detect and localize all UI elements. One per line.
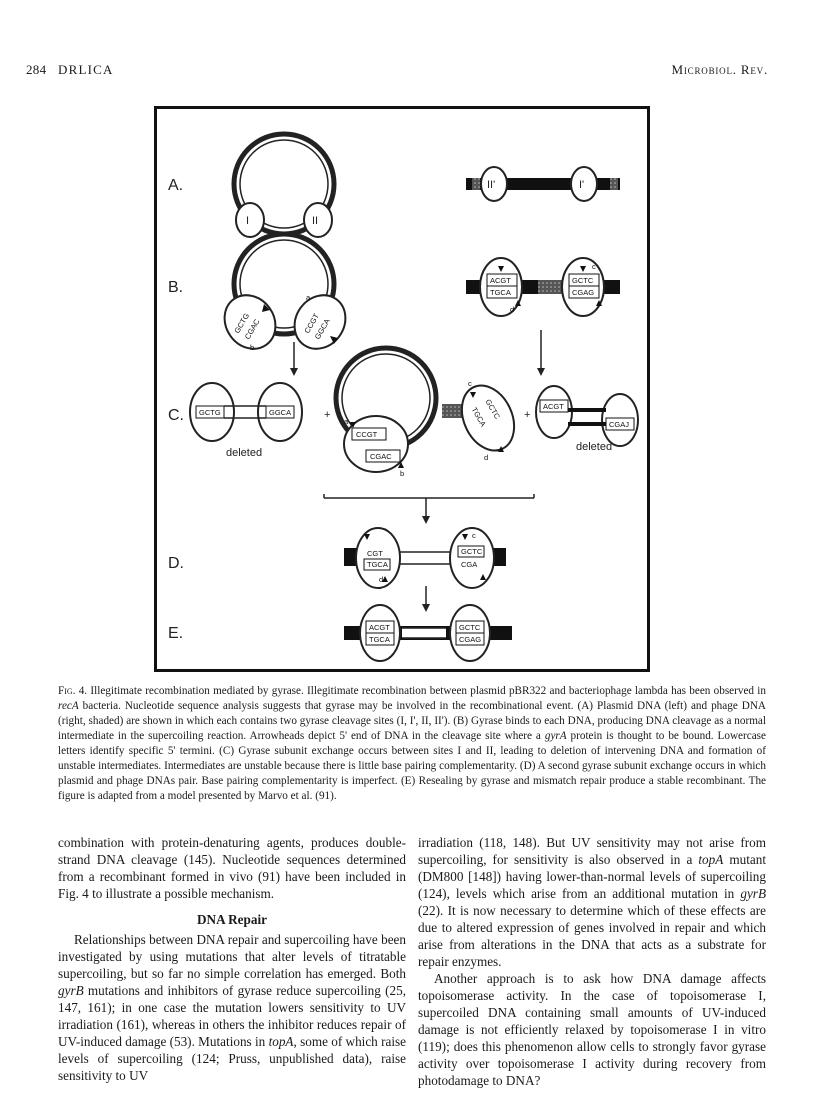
seq-d-2: TGCA [367,560,388,569]
caption-gyra: gyrA [544,730,567,742]
site-label-ii: II [312,215,318,227]
caption-text-2: bacteria. Nucleotide sequence analysis s… [58,700,766,742]
left-p2-part-c: , some of which raise levels of supercoi… [58,1034,406,1083]
row-b-plasmid: GCTG CGAC CCGT GGCA b a [223,231,347,352]
caption-label: Fig. 4. [58,685,88,697]
row-a-plasmid: I II [231,131,337,238]
row-label-e: E. [168,625,183,642]
seq-c-left-4: CGAC [370,452,392,461]
right-p1-topa: topA [698,852,724,867]
caption-reca: recA [58,700,79,712]
seq-c-left-3: CCGT [356,430,378,439]
deleted-label-left: deleted [226,447,262,459]
seq-e-3: GCTC [459,623,481,632]
site-label-ii-prime: II' [487,179,495,191]
right-p1-part-a: irradiation (118, 148). But UV sensitivi… [418,835,766,867]
row-b-phage: ACGT TGCA GCTC CGAG d c [466,257,620,317]
figure-caption: Fig. 4. Illegitimate recombination media… [58,684,766,804]
figure-4-diagram: A. B. C. D. E. I II II' I' GCTG CGAC CCG… [154,106,650,672]
plus-sign-left: + [324,409,330,421]
row-c-phage-intermediate: GCTC TGCA c d [442,379,516,462]
arrow-b-to-c-left [290,342,298,376]
row-c-plasmid-intermediate: CCGT CGAC a b [333,345,439,478]
row-label-b: B. [168,279,183,296]
arrow-d-to-e [422,586,430,612]
left-paragraph-2: Relationships between DNA repair and sup… [58,931,406,1084]
terminus-c-b: c [592,262,596,271]
terminus-b-left: b [250,343,254,352]
right-column: irradiation (118, 148). But UV sensitivi… [418,834,766,1089]
seq-e-2: TGCA [369,635,390,644]
right-p1-part-b: mutant (DM800 [148]) having lower-than-n… [418,852,766,901]
terminus-d-b: d [510,305,514,314]
terminus-d-c: d [484,453,488,462]
row-a-phage: II' I' [466,166,620,202]
plus-sign-right: + [524,409,530,421]
seq-c-right-4: CGAJ [609,420,629,429]
row-label-a: A. [168,177,183,194]
seq-c-left-2: GGCA [269,408,291,417]
caption-text-3: protein is thought to be bound. Lowercas… [58,730,766,802]
seq-e-4: CGAG [459,635,481,644]
seq-c-right-3: ACGT [543,402,564,411]
left-p2-gyrb: gyrB [58,983,84,998]
running-author: DRLICA [58,62,114,77]
left-column: combination with protein-denaturing agen… [58,834,406,1084]
left-p2-part-a: Relationships between DNA repair and sup… [58,932,406,981]
row-e-recombinant: ACGT TGCA GCTC CGAG [344,604,512,662]
journal-name: Microbiol. Rev. [671,62,768,77]
arrow-b-to-c-right [537,330,545,376]
terminus-b-c: b [400,469,404,478]
figure-frame [154,106,650,672]
row-d-pairing: CGT TGCA GCTC CGA d c [344,527,506,589]
row-c-deleted-plasmid-fragment: GCTG GGCA deleted [189,382,303,459]
terminus-a-c: a [344,417,349,426]
seq-b-right-2: TGCA [490,288,511,297]
right-paragraph-2: Another approach is to ask how DNA damag… [418,971,766,1088]
left-p2-part-b: mutations and inhibitors of gyrase reduc… [58,983,406,1049]
left-paragraph-1: combination with protein-denaturing agen… [58,835,406,901]
terminus-c-c: c [468,379,472,388]
row-label-c: C. [168,407,184,424]
seq-c-left-1: GCTG [199,408,221,417]
left-p2-topa: topA [268,1034,294,1049]
right-p1-gyrb: gyrB [740,886,766,901]
seq-b-right-1: ACGT [490,276,511,285]
site-label-i-prime: I' [579,179,584,191]
bracket-c-to-d [323,494,535,524]
site-label-i: I [246,215,249,227]
terminus-d-d: d [379,575,383,584]
deleted-label-right: deleted [576,441,612,453]
seq-d-1: CGT [367,549,383,558]
seq-b-right-4: CGAG [572,288,594,297]
right-p1-part-c: (22). It is now necessary to determine w… [418,903,766,969]
terminus-a-left: a [306,293,311,302]
seq-e-1: ACGT [369,623,390,632]
caption-text-1: Illegitimate recombination mediated by g… [90,685,766,697]
right-paragraph-1: irradiation (118, 148). But UV sensitivi… [418,834,766,970]
terminus-c-d: c [472,531,476,540]
page-number: 284 [26,62,47,77]
seq-b-right-3: GCTC [572,276,594,285]
section-title-dna-repair: DNA Repair [197,912,267,927]
row-c-deleted-phage-fragment: ACGT CGAJ deleted [535,385,639,453]
seq-d-4: CGA [461,560,477,569]
seq-d-3: GCTC [461,547,483,556]
row-label-d: D. [168,555,184,572]
